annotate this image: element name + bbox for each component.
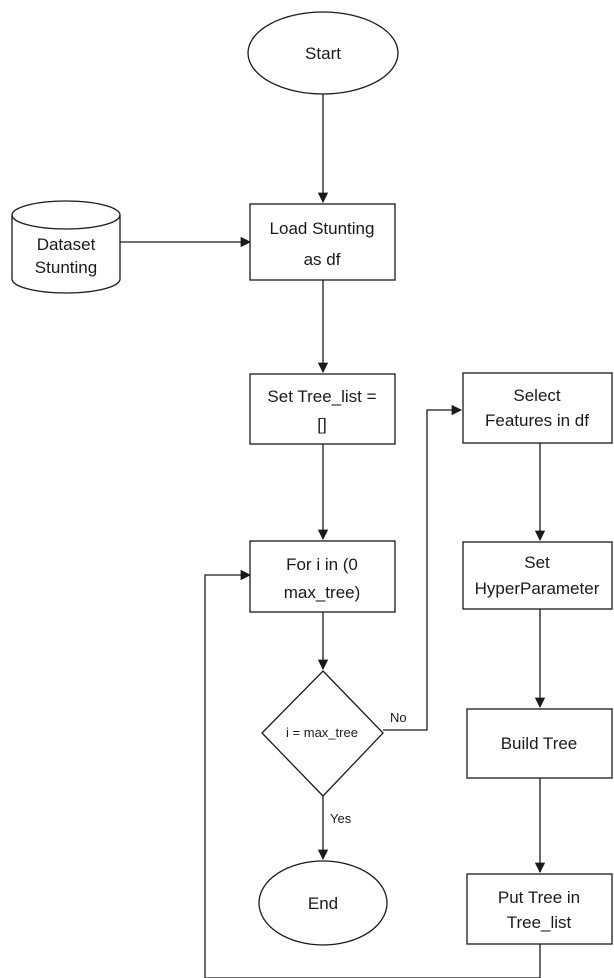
start-terminator	[247, 11, 399, 95]
node-set-hyperparameter: Set HyperParameter	[462, 541, 613, 610]
node-build-tree: Build Tree	[466, 708, 613, 779]
load-label-line1: Load Stunting	[270, 219, 375, 238]
edge-put-to-for-loop	[204, 569, 541, 978]
for-loop-box	[249, 540, 396, 613]
build-tree-label: Build Tree	[501, 734, 578, 753]
edge-decision-to-select	[383, 404, 463, 731]
set-tree-list-line2: []	[317, 415, 326, 434]
end-terminator	[258, 860, 388, 946]
end-label: End	[308, 894, 338, 913]
build-tree-box	[466, 708, 613, 779]
set-tree-list-box	[249, 373, 396, 445]
for-loop-line1: For i in (0	[286, 555, 358, 574]
decision-label: i = max_tree	[286, 725, 358, 740]
select-features-line1: Select	[513, 386, 561, 405]
put-tree-line1: Put Tree in	[498, 888, 580, 907]
select-features-box	[462, 372, 613, 444]
node-set-tree-list: Set Tree_list = []	[249, 373, 396, 445]
node-put-tree: Put Tree in Tree_list	[466, 873, 613, 945]
set-tree-list-line1: Set Tree_list =	[267, 387, 376, 406]
edge-label-yes: Yes	[330, 811, 352, 826]
node-start: Start	[247, 11, 399, 95]
edge-label-no: No	[390, 710, 407, 725]
load-process-box	[249, 203, 396, 281]
set-hyper-box	[462, 541, 613, 610]
put-tree-box	[466, 873, 613, 945]
put-tree-line2: Tree_list	[507, 913, 572, 932]
node-for-loop: For i in (0 max_tree)	[249, 540, 396, 613]
edges	[120, 94, 546, 978]
set-hyper-line1: Set	[524, 553, 550, 572]
node-end: End	[258, 860, 388, 946]
for-loop-line2: max_tree)	[284, 583, 361, 602]
start-label: Start	[305, 44, 341, 63]
select-features-line2: Features in df	[485, 411, 589, 430]
decision-diamond	[261, 670, 384, 797]
node-decision: i = max_tree	[261, 670, 384, 797]
database-rim	[11, 214, 121, 230]
node-dataset: Dataset Stunting	[11, 200, 121, 294]
node-select-features: Select Features in df	[462, 372, 613, 444]
load-label-line2: as df	[304, 250, 341, 269]
database-icon	[11, 200, 121, 294]
node-load-stunting: Load Stunting as df	[249, 203, 396, 281]
dataset-label-line1: Dataset	[37, 235, 96, 254]
dataset-label-line2: Stunting	[35, 258, 97, 277]
set-hyper-line2: HyperParameter	[475, 579, 600, 598]
